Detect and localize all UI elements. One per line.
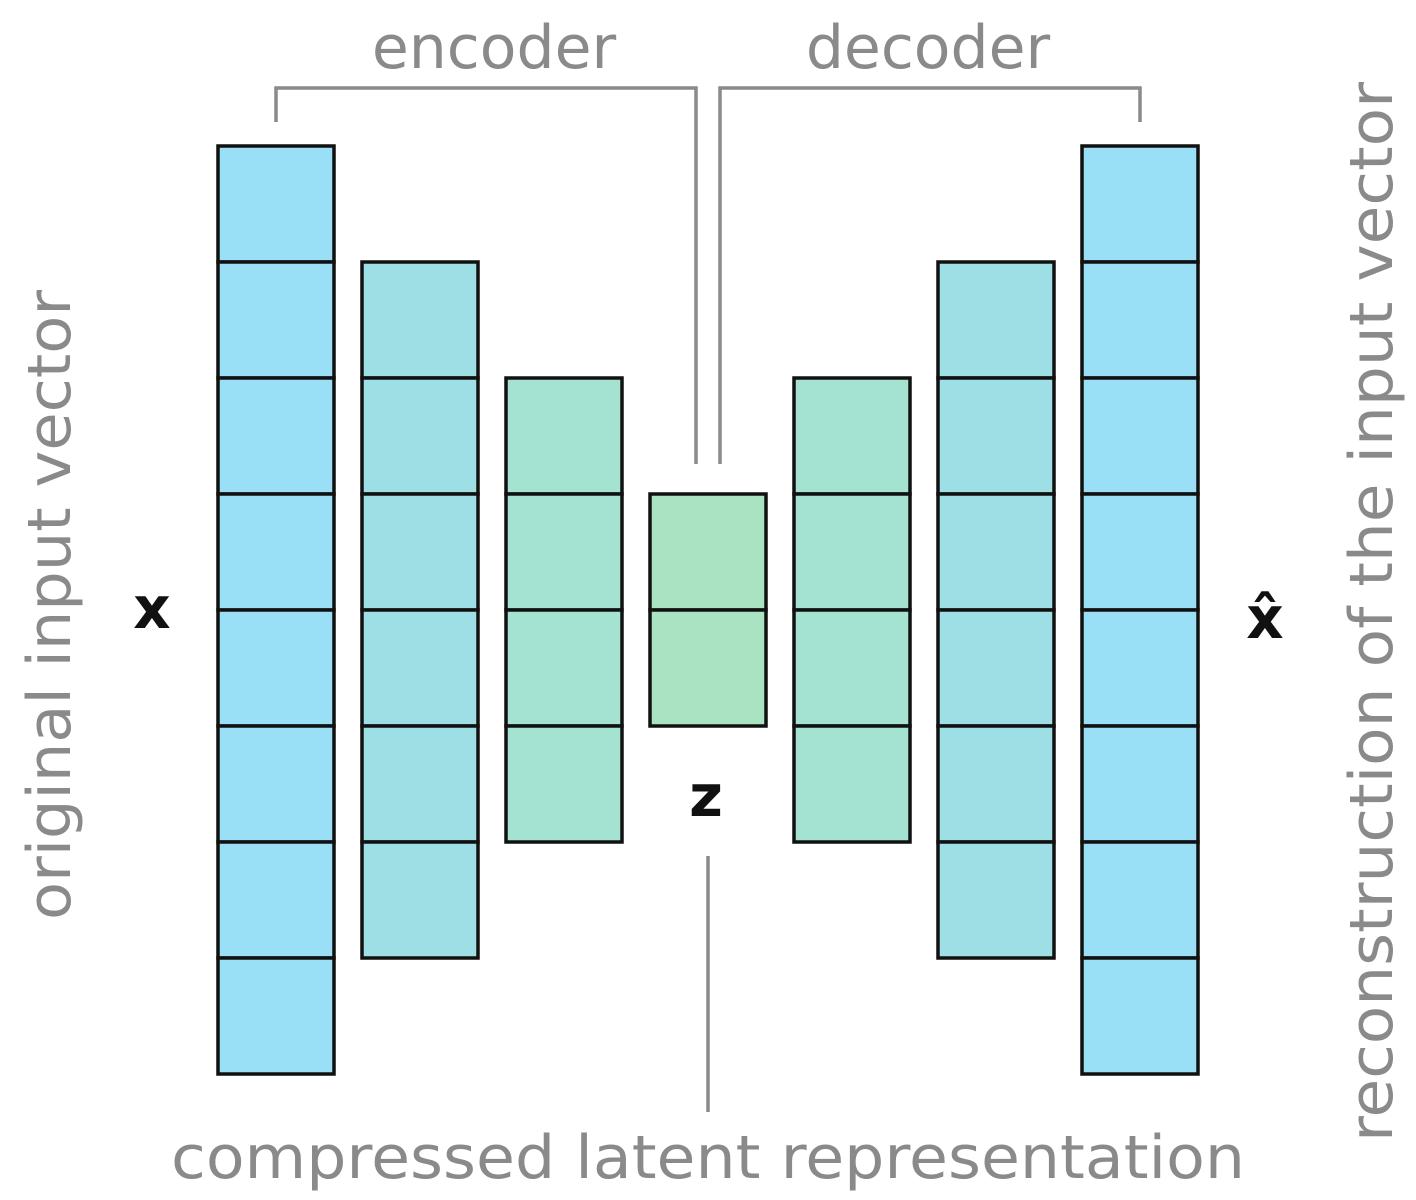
layer-encoder-hidden-1-cell [360,840,480,960]
encoder-bracket [274,86,698,464]
input-caption: original input vector [15,290,85,920]
layer-output-cell [1080,956,1200,1076]
layer-encoder-hidden-2-cell [504,608,624,728]
layer-input-cell [216,840,336,960]
layer-encoder-hidden-1-cell [360,376,480,496]
layer-input-cell [216,492,336,612]
layer-latent [648,492,768,728]
encoder-label: encoder [372,13,617,83]
layers-group [216,144,1200,1076]
layer-output-cell [1080,144,1200,264]
layer-encoder-hidden-1-cell [360,260,480,380]
latent-caption: compressed latent representation [171,1123,1245,1193]
layer-decoder-hidden-1-cell [792,608,912,728]
layer-input-cell [216,608,336,728]
output-symbol: x̂ [1246,584,1283,652]
layer-output-cell [1080,724,1200,844]
layer-encoder-hidden-1-cell [360,492,480,612]
layer-decoder-hidden-2-cell [936,724,1056,844]
layer-decoder-hidden-2 [936,260,1056,960]
layer-decoder-hidden-1-cell [792,376,912,496]
decoder-label: decoder [806,13,1051,83]
layer-input-cell [216,260,336,380]
layer-decoder-hidden-2-cell [936,376,1056,496]
layer-encoder-hidden-1 [360,260,480,960]
decoder-bracket [718,86,1142,464]
layer-encoder-hidden-2 [504,376,624,844]
layer-latent-cell [648,608,768,728]
layer-decoder-hidden-1-cell [792,724,912,844]
layer-encoder-hidden-1-cell [360,724,480,844]
layer-input-cell [216,956,336,1076]
layer-decoder-hidden-1 [792,376,912,844]
layer-output-cell [1080,492,1200,612]
layer-decoder-hidden-2-cell [936,260,1056,380]
layer-encoder-hidden-2-cell [504,492,624,612]
layer-decoder-hidden-2-cell [936,492,1056,612]
layer-output [1080,144,1200,1076]
layer-output-cell [1080,260,1200,380]
output-caption: reconstruction of the input vector [1337,82,1407,1142]
layer-latent-cell [648,492,768,612]
input-symbol: x [133,574,170,642]
layer-encoder-hidden-2-cell [504,376,624,496]
layer-decoder-hidden-2-cell [936,840,1056,960]
layer-output-cell [1080,376,1200,496]
latent-symbol: z [689,762,723,830]
layer-output-cell [1080,608,1200,728]
layer-decoder-hidden-2-cell [936,608,1056,728]
layer-input-cell [216,376,336,496]
layer-input [216,144,336,1076]
layer-output-cell [1080,840,1200,960]
layer-decoder-hidden-1-cell [792,492,912,612]
layer-input-cell [216,724,336,844]
layer-encoder-hidden-2-cell [504,724,624,844]
layer-input-cell [216,144,336,264]
layer-encoder-hidden-1-cell [360,608,480,728]
